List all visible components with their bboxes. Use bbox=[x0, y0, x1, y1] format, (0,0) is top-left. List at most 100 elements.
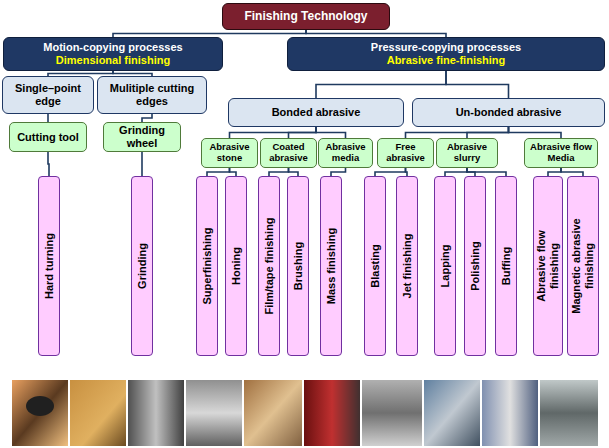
process-box: Mass finishing bbox=[320, 176, 342, 356]
text-holder: Pressure-copying processesAbrasive fine-… bbox=[368, 41, 524, 66]
text-holder: Hard turning bbox=[43, 181, 56, 351]
tree-connector bbox=[446, 71, 509, 98]
tree-connector bbox=[467, 127, 509, 138]
box-label: Abrasive slurry bbox=[440, 142, 494, 164]
tree-connector bbox=[406, 168, 408, 176]
text-holder: Motion-copying processesDimensional fini… bbox=[40, 41, 185, 66]
process-box: Blasting bbox=[364, 176, 386, 356]
process-name: Blasting bbox=[369, 181, 382, 351]
process-name: Magnetic abrasive finishing bbox=[570, 214, 595, 318]
text-holder: Free abrasive bbox=[378, 142, 433, 164]
text-holder: Grinding wheel bbox=[104, 124, 180, 149]
tree-connector bbox=[316, 127, 346, 138]
process-box: Buffing bbox=[495, 176, 517, 356]
text-holder: Abrasive media bbox=[319, 142, 372, 164]
process-box: Jet finishing bbox=[396, 176, 418, 356]
text-holder: Abrasive stone bbox=[202, 142, 257, 164]
tree-connector bbox=[316, 71, 446, 98]
process-box: Honing bbox=[225, 176, 247, 356]
box-label: Bonded abrasive bbox=[272, 106, 361, 119]
tree-connector bbox=[47, 114, 49, 122]
text-holder: Single–point edge bbox=[3, 82, 93, 107]
text-holder: Abrasive slurry bbox=[437, 142, 497, 164]
text-holder: Superfinishing bbox=[201, 181, 214, 351]
text-holder: Lapping bbox=[439, 181, 452, 351]
box-label: Abrasive fine-finishing bbox=[371, 54, 521, 67]
text-holder: Cutting tool bbox=[14, 131, 82, 144]
text-holder: Grinding bbox=[136, 181, 149, 351]
process-name: Lapping bbox=[439, 181, 452, 351]
tree-connector bbox=[269, 168, 289, 176]
tree-connector bbox=[548, 168, 561, 176]
tree-connector bbox=[561, 168, 583, 176]
box-label: Single–point edge bbox=[6, 82, 90, 107]
text-holder: Film/tape finishing bbox=[263, 181, 276, 351]
category-box: Motion-copying processesDimensional fini… bbox=[3, 37, 223, 71]
tool-box: Coated abrasive bbox=[260, 138, 317, 168]
process-box: Lapping bbox=[434, 176, 456, 356]
tree-connector bbox=[375, 168, 406, 176]
box-label: Finishing Technology bbox=[244, 10, 367, 24]
tool-box: Cutting tool bbox=[9, 122, 87, 152]
tree-connector bbox=[306, 30, 446, 37]
box-label: Abrasive stone bbox=[205, 142, 254, 164]
box-label: Un-bonded abrasive bbox=[456, 106, 562, 119]
process-name: Jet finishing bbox=[401, 181, 414, 351]
box-label: Coated abrasive bbox=[264, 142, 313, 164]
tool-box: Free abrasive bbox=[377, 138, 434, 168]
process-box: Grinding bbox=[131, 176, 153, 356]
process-name: Mass finishing bbox=[325, 181, 338, 351]
tree-connector bbox=[289, 127, 317, 138]
group-box: Bonded abrasive bbox=[228, 98, 404, 127]
process-box: Magnetic abrasive finishing bbox=[567, 176, 599, 356]
tool-box: Grinding wheel bbox=[103, 122, 181, 152]
tool-box: Abrasive flow Media bbox=[524, 138, 598, 168]
text-holder: Honing bbox=[230, 181, 243, 351]
root-box: Finishing Technology bbox=[222, 3, 390, 30]
box-label: Motion-copying processes bbox=[43, 41, 182, 54]
tree-connector bbox=[445, 168, 467, 176]
text-holder: Polishing bbox=[469, 181, 482, 351]
text-holder: Un-bonded abrasive bbox=[453, 106, 565, 119]
process-name: Grinding bbox=[136, 181, 149, 351]
tree-connector bbox=[406, 127, 509, 138]
tree-connector bbox=[113, 30, 306, 37]
tool-box: Abrasive stone bbox=[201, 138, 258, 168]
box-label: Mulitiple cutting edges bbox=[101, 82, 203, 107]
text-holder: Mulitiple cutting edges bbox=[98, 82, 206, 107]
text-holder: Buffing bbox=[500, 181, 513, 351]
tree-connector bbox=[142, 114, 152, 122]
tree-connector bbox=[230, 168, 237, 176]
box-label: Abrasive media bbox=[322, 142, 369, 164]
box-label: Cutting tool bbox=[17, 131, 79, 144]
group-box: Single–point edge bbox=[2, 76, 94, 114]
text-holder: Brushing bbox=[292, 181, 305, 351]
text-holder: Abrasive flow Media bbox=[525, 142, 597, 164]
process-box: Abrasive flow finishing bbox=[533, 176, 563, 356]
tree-connector bbox=[331, 168, 346, 176]
process-name: Hard turning bbox=[43, 181, 56, 351]
tree-connector bbox=[48, 152, 49, 176]
box-label: Free abrasive bbox=[381, 142, 430, 164]
text-holder: Jet finishing bbox=[401, 181, 414, 351]
tree-connector bbox=[141, 152, 143, 176]
process-box: Polishing bbox=[464, 176, 486, 356]
tree-connector bbox=[509, 127, 562, 138]
text-holder: Magnetic abrasive finishing bbox=[570, 214, 595, 318]
text-holder: Abrasive flow finishing bbox=[535, 223, 560, 309]
process-name: Superfinishing bbox=[201, 181, 214, 351]
category-box: Pressure-copying processesAbrasive fine-… bbox=[287, 37, 605, 71]
group-box: Un-bonded abrasive bbox=[412, 98, 605, 127]
tree-connector bbox=[230, 127, 317, 138]
process-name: Honing bbox=[230, 181, 243, 351]
text-holder: Blasting bbox=[369, 181, 382, 351]
process-name: Abrasive flow finishing bbox=[535, 223, 560, 309]
box-label: Grinding wheel bbox=[107, 124, 177, 149]
box-label: Dimensional finishing bbox=[43, 54, 182, 67]
group-box: Mulitiple cutting edges bbox=[97, 76, 207, 114]
box-label: Pressure-copying processes bbox=[371, 41, 521, 54]
process-name: Film/tape finishing bbox=[263, 181, 276, 351]
text-holder: Coated abrasive bbox=[261, 142, 316, 164]
text-holder: Mass finishing bbox=[325, 181, 338, 351]
